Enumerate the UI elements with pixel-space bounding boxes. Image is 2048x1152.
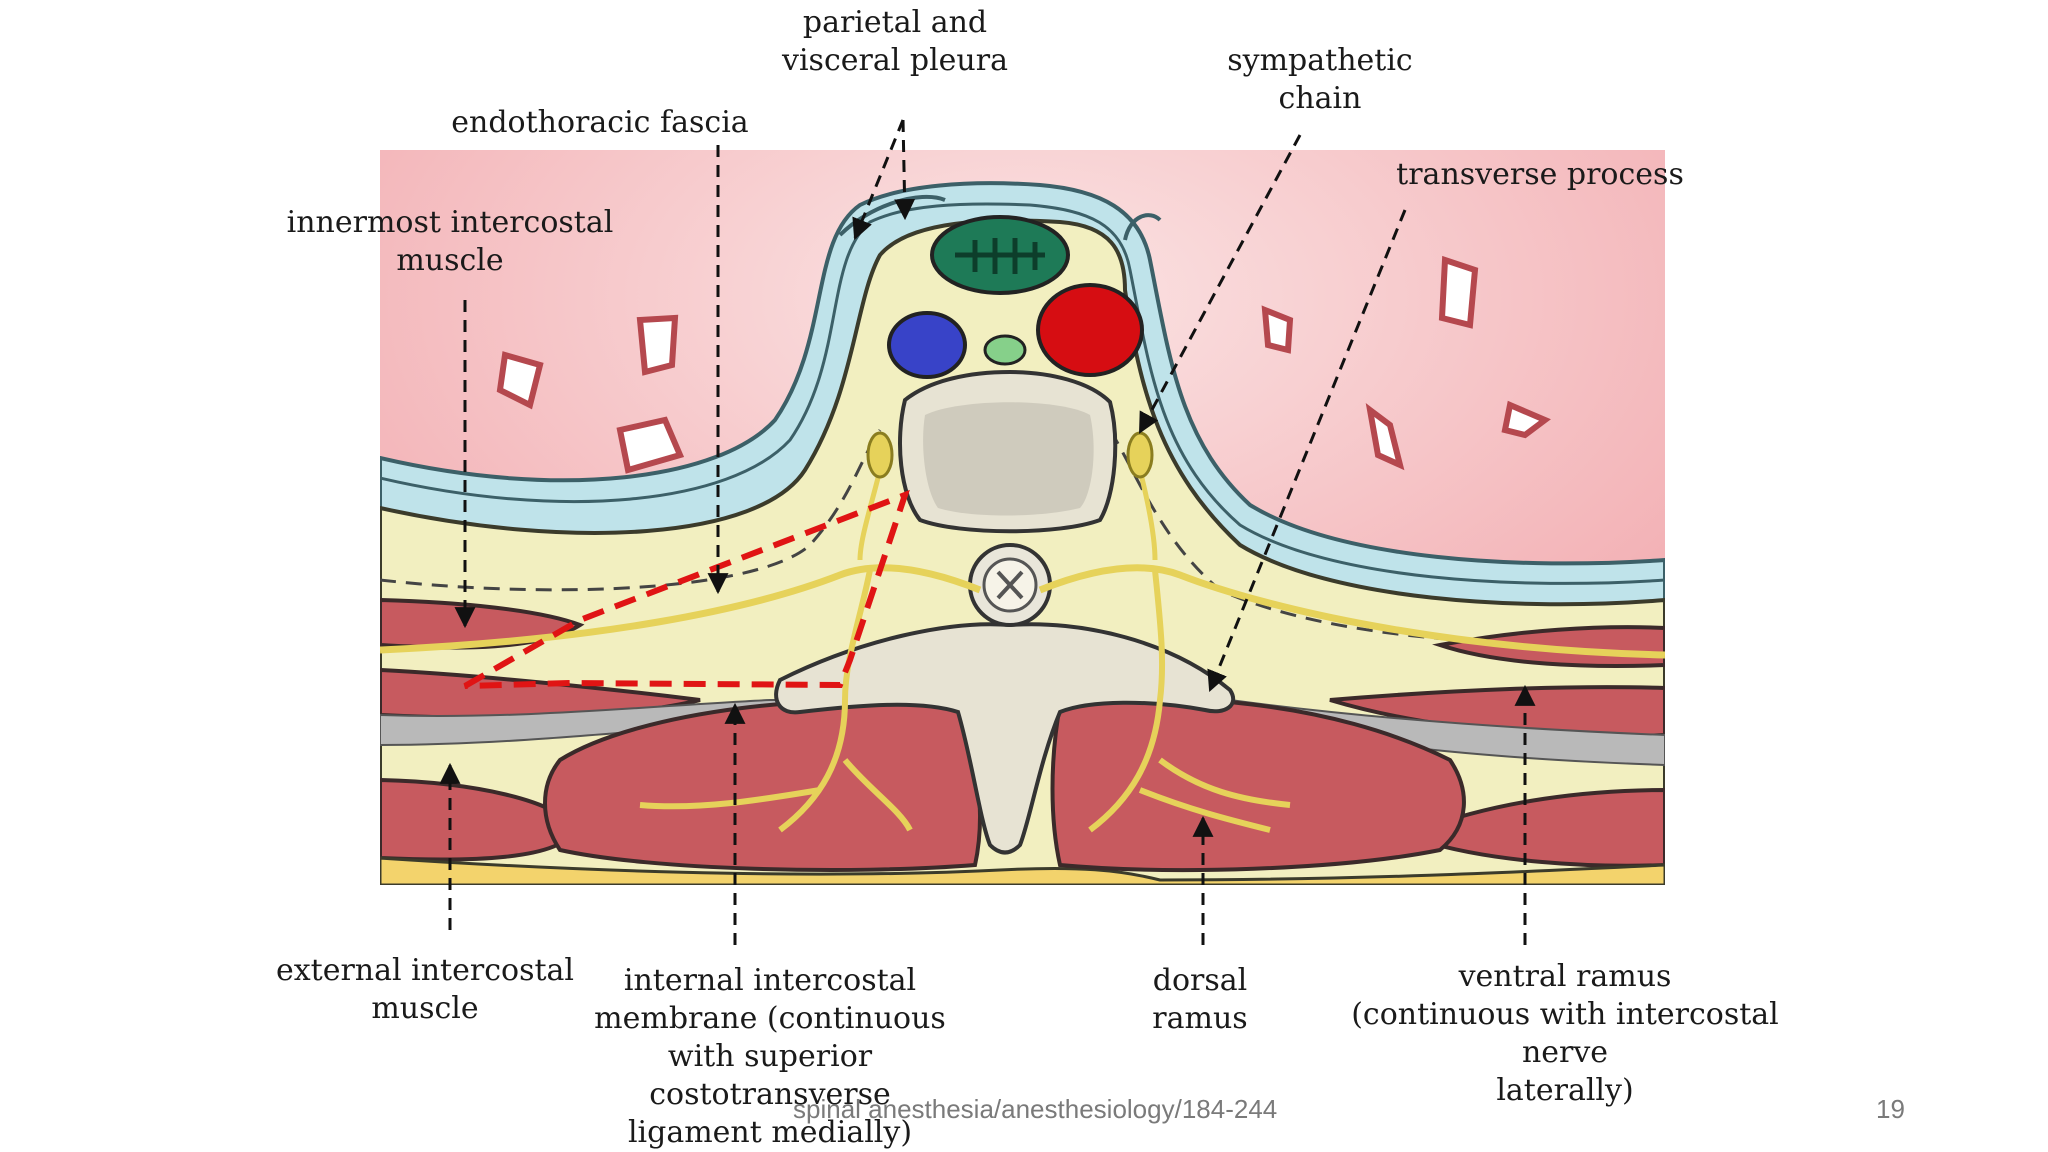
label-transverse-process: transverse process	[1396, 157, 1684, 192]
pleura-inner-line	[380, 202, 1665, 585]
label-ventral-ramus: ventral ramus (continuous with intercost…	[1351, 959, 1779, 1108]
esophagus-lumen	[955, 238, 1045, 274]
sympathetic-ganglion-left	[866, 431, 894, 479]
label-endothoracic-fascia: endothoracic fascia	[451, 105, 749, 140]
label-innermost-intercostal-muscle: innermost intercostal muscle	[286, 205, 614, 278]
label-internal-intercostal-membrane: internal intercostal membrane (continuou…	[594, 963, 946, 1150]
sympathetic-ganglion-right	[1126, 431, 1154, 479]
vertebral-body-cancellous	[923, 402, 1094, 516]
label-parietal-visceral-pleura: parietal and visceral pleura	[782, 5, 1008, 78]
external-intercostal-muscle-shape-right	[1418, 787, 1665, 868]
rib-cross-sections	[496, 255, 1551, 474]
label-dorsal-ramus: dorsal ramus	[1152, 963, 1248, 1036]
azygos-vein	[887, 311, 967, 379]
label-sympathetic-chain: sympathetic chain	[1227, 43, 1413, 116]
spinal-cord	[968, 543, 1052, 627]
leader-arrows	[439, 119, 1536, 945]
erector-spinae-left	[543, 698, 982, 872]
label-external-intercostal-muscle: external intercostal muscle	[275, 953, 575, 1026]
aorta	[1036, 283, 1144, 377]
footer-source: spinal anesthesia/anesthesiology/184-244	[793, 1094, 1278, 1124]
subcutaneous-layer	[380, 856, 1665, 885]
pleura-fold-right	[1123, 213, 1162, 241]
paravertebral-space-outline	[463, 489, 910, 689]
vertebral-arch	[774, 622, 1236, 855]
thoracic-duct	[983, 334, 1027, 366]
slide-number: 19	[1876, 1094, 1905, 1124]
spinal-nerves	[380, 469, 1665, 833]
